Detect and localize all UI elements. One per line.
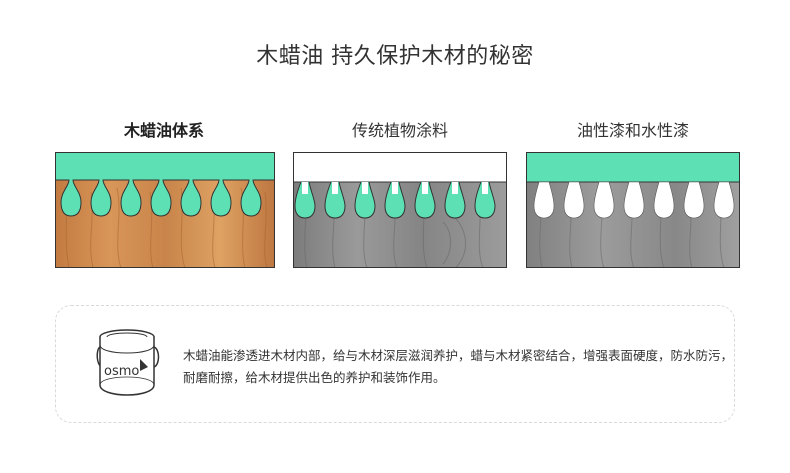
paint-film-layer: [526, 152, 740, 183]
page-title: 木蜡油 持久保护木材的秘密: [256, 44, 534, 69]
column-label-traditional-plant-coating: 传统植物涂料: [351, 121, 448, 140]
description-box: [55, 305, 735, 423]
filled-pores: [294, 181, 496, 219]
column-label-oil-and-water-paint: 油性漆和水性漆: [576, 121, 689, 140]
empty-pores: [533, 181, 735, 219]
traditional-plant-coating-diagram: [293, 152, 507, 268]
description-text: 木蜡油能渗透进木材内部，给与木材深层滋润养护，蜡与木材紧密结合，增强表面硬度，防…: [183, 348, 734, 385]
osmo-logo: osmo: [104, 364, 139, 379]
plant-coating-layer: [293, 152, 507, 183]
osmo-can-icon: osmo: [94, 325, 164, 401]
column-label-wood-wax-oil: 木蜡油体系: [123, 121, 204, 140]
oil-water-paint-diagram: [526, 152, 740, 268]
wood-wax-oil-diagram: [55, 152, 275, 268]
wax-oil-layer: [55, 152, 275, 217]
